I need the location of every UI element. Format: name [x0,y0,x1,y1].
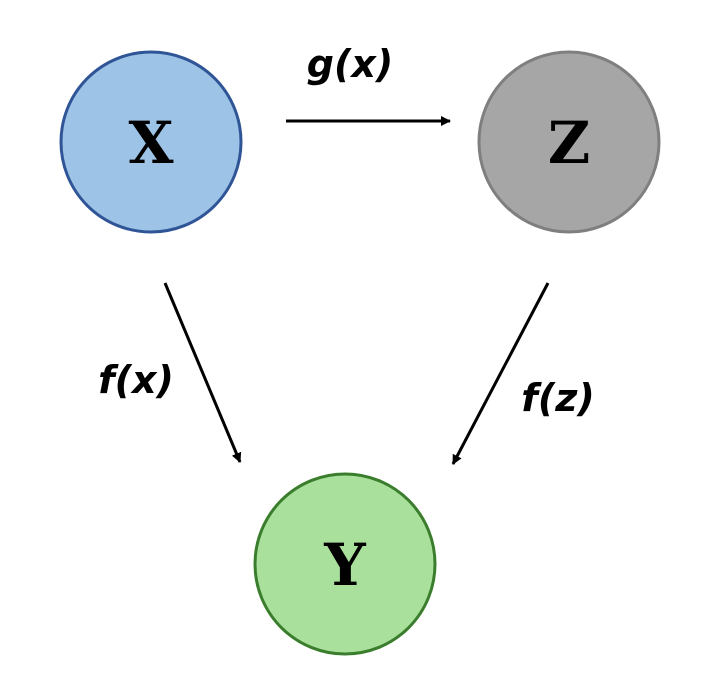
node-x-label: X [128,109,173,177]
arrow-z-to-y [451,282,550,465]
edge-label-f-z: f(z) [521,376,594,420]
node-x-circle [59,50,243,234]
node-z-label: Z [548,109,590,177]
node-y: Y [253,472,437,656]
arrow-x-to-y [163,282,242,463]
edge-x-to-y: f(x) [98,282,242,463]
node-z: Z [477,50,661,234]
node-z-circle [477,50,661,234]
node-y-label: Y [323,531,366,599]
edge-label-g-x: g(x) [307,42,393,86]
node-x: X [59,50,243,234]
edge-x-to-z: g(x) [286,42,451,126]
edge-z-to-y: f(z) [451,282,595,465]
edge-label-f-x: f(x) [98,358,174,402]
node-y-circle [253,472,437,656]
